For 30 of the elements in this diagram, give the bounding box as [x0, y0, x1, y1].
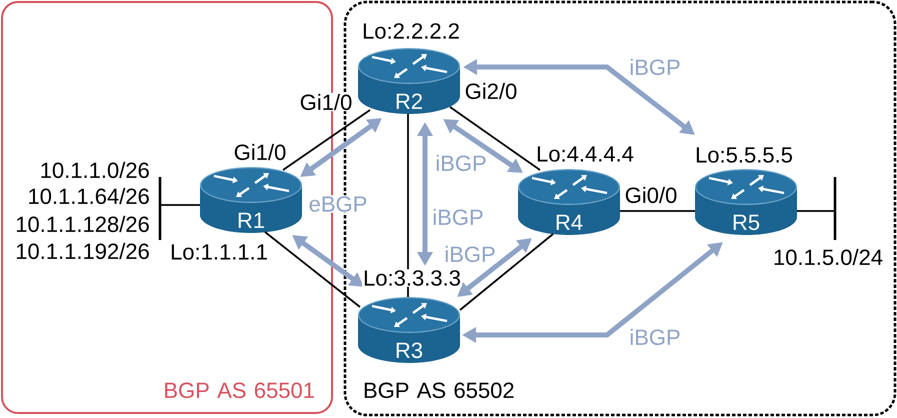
link-line — [407, 114, 409, 297]
link-line — [620, 210, 695, 212]
edge-label: iBGP — [434, 154, 488, 172]
address-label: Lo:5.5.5.5 — [696, 147, 792, 163]
address-label: 10.1.1.192/26 — [16, 242, 149, 260]
link-line — [459, 233, 554, 311]
link-line — [264, 231, 361, 308]
interface-label: Gi1/0 — [234, 144, 286, 160]
interface-label: Gi0/0 — [626, 186, 676, 204]
address-label: Lo:1.1.1.1 — [172, 244, 267, 260]
edge-label: iBGP — [431, 208, 485, 226]
link-line — [449, 106, 541, 171]
interface-label: Gi2/0 — [466, 82, 516, 100]
address-label: 10.1.1.0/26 — [41, 162, 149, 178]
address-label: Lo:3.3.3.3 — [362, 269, 462, 287]
link-line — [282, 109, 371, 171]
link-line — [797, 210, 835, 212]
network-segment — [834, 177, 836, 240]
link-line — [160, 204, 200, 206]
network-segment — [158, 177, 162, 240]
address-label: 10.1.1.64/26 — [29, 188, 149, 204]
address-label: Lo:2.2.2.2 — [364, 23, 459, 39]
address-label: Lo:4.4.4.4 — [538, 146, 634, 162]
edge-label: iBGP — [443, 244, 497, 264]
edge-label: iBGP — [628, 328, 682, 346]
interface-label: Gi1/0 — [298, 92, 354, 112]
address-label: 10.1.1.128/26 — [16, 216, 149, 232]
edge-label: iBGP — [628, 58, 682, 76]
protocol-label: eBGP — [308, 195, 368, 213]
address-label: 10.1.5.0/24 — [774, 248, 882, 266]
